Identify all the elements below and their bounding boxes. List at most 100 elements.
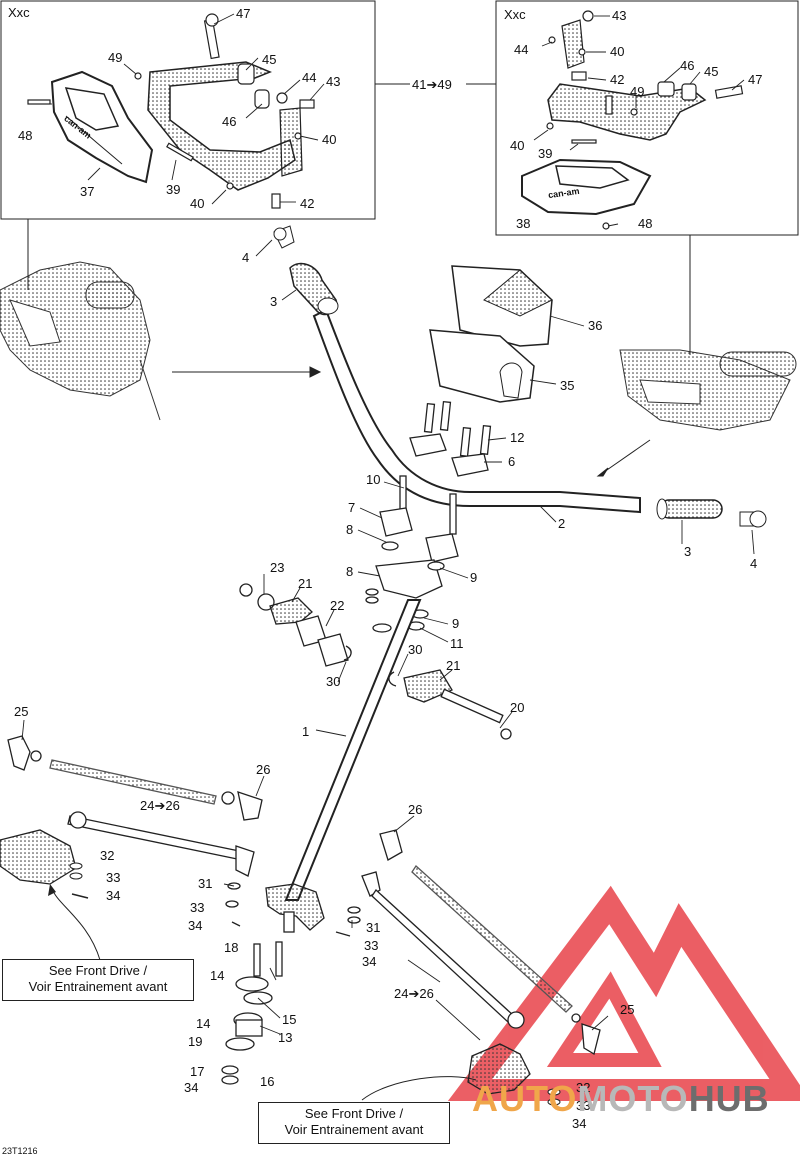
callout-40-b: 40 [190, 196, 205, 211]
callout-16: 16 [260, 1074, 275, 1089]
callout-32-left: 32 [100, 848, 115, 863]
left-inset-hardware [27, 13, 315, 209]
knuckle-right [467, 1043, 561, 1106]
callout-1: 1 [302, 724, 310, 739]
callout-43: 43 [326, 74, 341, 89]
callout-40-r-b: 40 [510, 138, 525, 153]
callout-33-left: 33 [106, 870, 121, 885]
callout-12: 12 [510, 430, 525, 445]
leader-lines [21, 13, 755, 1041]
callout-45-r: 45 [704, 64, 719, 79]
inset-left-title: Xxc [8, 5, 30, 20]
callout-17: 17 [190, 1064, 205, 1079]
callout-40: 40 [322, 132, 337, 147]
callout-36: 36 [588, 318, 603, 333]
callout-14-b: 14 [196, 1016, 211, 1031]
callout-42: 42 [300, 196, 315, 211]
callout-20: 20 [510, 700, 525, 715]
callout-49: 49 [108, 50, 123, 65]
end-plug-right-4 [739, 510, 767, 528]
callout-30-right: 30 [408, 642, 423, 657]
guard-sketch-right [619, 349, 797, 431]
right-guard-38 [521, 158, 652, 216]
callout-46: 46 [222, 114, 237, 129]
inset-range-label: 41➔49 [412, 77, 452, 92]
callout-44: 44 [302, 70, 317, 85]
callout-6: 6 [508, 454, 516, 469]
callout-31-left: 31 [198, 876, 213, 891]
callout-34-e: 34 [572, 1116, 587, 1131]
callout-24-26-left: 24➔26 [140, 798, 180, 813]
callout-30-left: 30 [326, 674, 341, 689]
front-drive-right-arrow [361, 1076, 477, 1101]
callout-9-b: 9 [452, 616, 460, 631]
callout-44-r: 44 [514, 42, 529, 57]
callout-38: 38 [516, 216, 531, 231]
callout-48-r: 48 [638, 216, 653, 231]
sketch-arrows [172, 366, 651, 477]
grip-left-3 [289, 262, 339, 316]
callout-47-r: 47 [748, 72, 763, 87]
callout-11: 11 [450, 636, 464, 651]
callout-19: 19 [188, 1034, 203, 1049]
inset-right-title: Xxc [504, 7, 526, 22]
callout-45: 45 [262, 52, 277, 67]
callout-8-b: 8 [346, 564, 354, 579]
callout-34-b: 34 [188, 918, 203, 933]
watermark-part-a: AUTO [472, 1078, 578, 1119]
pad-35 [429, 329, 535, 403]
right-inset-hardware [546, 10, 744, 230]
diagram-code: 23T1216 [2, 1146, 38, 1156]
callout-3-right: 3 [684, 544, 692, 559]
inset-left-frame [0, 0, 376, 220]
front-drive-left-arrow [51, 887, 101, 961]
callout-15: 15 [282, 1012, 297, 1027]
callout-34-c: 34 [184, 1080, 199, 1095]
column-clamp-hardware [239, 583, 512, 740]
callout-33-d: 33 [576, 1098, 591, 1113]
callout-31-right: 31 [366, 920, 381, 935]
callout-39-r: 39 [538, 146, 553, 161]
callout-34-right: 34 [362, 954, 377, 969]
callout-48: 48 [18, 128, 33, 143]
watermark-part-b: MOTO [577, 1078, 689, 1119]
right-guard-bracket [547, 83, 707, 141]
callout-22: 22 [330, 598, 345, 613]
callout-10: 10 [366, 472, 381, 487]
callout-9: 9 [470, 570, 478, 585]
callout-13: 13 [278, 1030, 293, 1045]
handlebar-2 [312, 308, 641, 514]
callout-14: 14 [210, 968, 225, 983]
callout-37: 37 [80, 184, 95, 199]
grip-right-3 [656, 498, 723, 520]
callout-32-right: 32 [576, 1080, 591, 1095]
watermark-logo [447, 885, 800, 1101]
callout-3-top: 3 [270, 294, 278, 309]
callout-26-left: 26 [256, 762, 271, 777]
callout-33-b: 33 [190, 900, 205, 915]
callout-47: 47 [236, 6, 251, 21]
steering-lower-support [221, 882, 325, 1085]
callout-46-r: 46 [680, 58, 695, 73]
callout-33-right: 33 [364, 938, 379, 953]
tie-rods-left [7, 735, 263, 877]
callout-26-right: 26 [408, 802, 423, 817]
callout-25-left: 25 [14, 704, 29, 719]
clamp-hardware [365, 400, 492, 633]
guard-sketch-left [0, 261, 161, 421]
callout-18: 18 [224, 940, 239, 955]
callout-23: 23 [270, 560, 285, 575]
callout-7: 7 [348, 500, 356, 515]
callout-8: 8 [346, 522, 354, 537]
inset-right-frame [495, 0, 799, 236]
watermark-text: AUTOMOTOHUB [472, 1078, 770, 1120]
callout-49-r: 49 [630, 84, 645, 99]
left-guard-37 [50, 70, 154, 184]
callout-24-26-right: 24➔26 [394, 986, 434, 1001]
callout-2: 2 [558, 516, 566, 531]
callout-4-right: 4 [750, 556, 758, 571]
callout-42-r: 42 [610, 72, 625, 87]
callout-34-left: 34 [106, 888, 121, 903]
